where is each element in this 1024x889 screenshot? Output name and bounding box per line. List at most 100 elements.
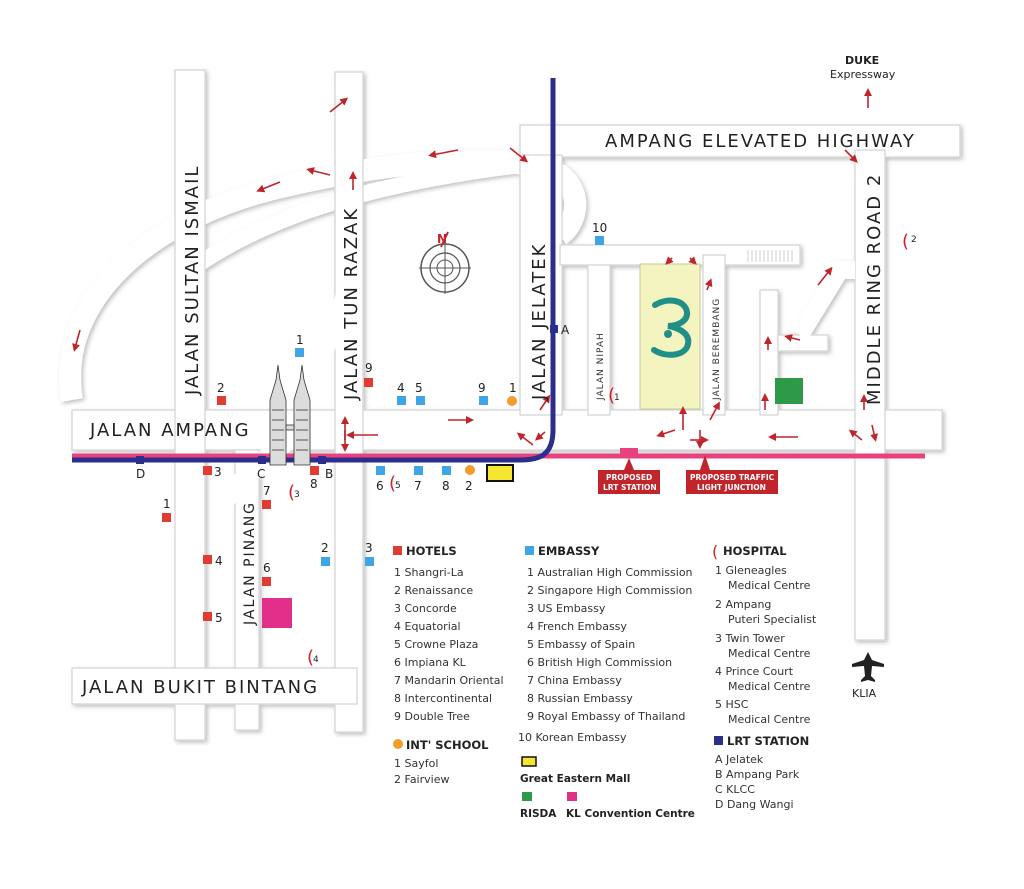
legend-hospital-heading: HOSPITAL	[723, 544, 787, 558]
kl-convention-building	[262, 598, 292, 628]
jalan-tun-razak-road	[334, 71, 364, 733]
legend-hospital-item: 4 Prince Court	[715, 665, 794, 678]
lrt-station-b-label: B	[325, 467, 333, 481]
legend-lrt-item: B Ampang Park	[715, 768, 800, 781]
legend-embassy-item: 8 Russian Embassy	[527, 692, 633, 705]
legend-school-item: 2 Fairview	[394, 773, 449, 786]
ampang-elevated-label: AMPANG ELEVATED HIGHWAY	[605, 131, 916, 152]
legend-embassy-item: 3 US Embassy	[527, 602, 606, 615]
hatched-area	[747, 250, 793, 262]
legend-embassy-item: 6 British High Commission	[527, 656, 672, 669]
legend-school-heading: INT' SCHOOL	[406, 738, 489, 752]
legend-embassy-item: 5 Embassy of Spain	[527, 638, 635, 651]
svg-text:2: 2	[217, 381, 225, 395]
ring-inner-road	[185, 157, 521, 277]
svg-text:LIGHT JUNCTION: LIGHT JUNCTION	[697, 483, 766, 492]
svg-text:LRT STATION: LRT STATION	[603, 483, 657, 492]
jalan-ampang-road	[71, 409, 943, 451]
lrt-station-c-label: C	[257, 467, 265, 481]
svg-text:3: 3	[294, 490, 300, 500]
lrt-line	[72, 78, 556, 463]
legend-kl-convention: KL Convention Centre	[566, 808, 695, 820]
svg-text:PROPOSED TRAFFIC: PROPOSED TRAFFIC	[690, 473, 775, 482]
svg-text:(: (	[389, 473, 396, 494]
jalan-pinang-label: JALAN PINANG	[242, 501, 258, 626]
legend-embassy-item: 9 Royal Embassy of Thailand	[527, 710, 685, 723]
svg-text:5: 5	[215, 611, 223, 625]
svg-text:3: 3	[214, 465, 222, 479]
legend-lrt-item: D Dang Wangi	[715, 798, 794, 811]
legend-hospital-item: 2 Ampang	[715, 598, 771, 611]
ampang-elevated-road	[519, 124, 961, 158]
lrt-station-a-label: A	[561, 323, 570, 337]
east-block-road	[759, 289, 779, 416]
legend-hotels-heading: HOTELS	[406, 544, 457, 558]
svg-text:2: 2	[911, 235, 917, 245]
legend-hospital-item: 5 HSC	[715, 698, 749, 711]
svg-text:(: (	[902, 231, 909, 252]
hospital-markers: (1 (2 (3 (4 (5	[288, 231, 917, 668]
duke-label-line1: DUKE	[845, 54, 879, 67]
klia-label: KLIA	[852, 687, 877, 700]
proposed-lrt-callout: PROPOSED LRT STATION	[598, 448, 660, 494]
airplane-icon	[852, 652, 884, 682]
svg-text:4: 4	[313, 655, 319, 665]
legend-lrt-heading: LRT STATION	[727, 734, 809, 748]
svg-text:2: 2	[321, 541, 329, 555]
svg-text:2: 2	[465, 479, 473, 493]
svg-text:5: 5	[415, 381, 423, 395]
svg-text:PROPOSED: PROPOSED	[606, 473, 652, 482]
legend-hotel-item: 4 Equatorial	[394, 620, 461, 633]
great-eastern-building	[486, 464, 514, 482]
legend-hospital-item: Medical Centre	[728, 713, 811, 726]
legend-hospital-item: 3 Twin Tower	[715, 632, 785, 645]
compass-icon: N	[419, 231, 471, 294]
legend-hospital-item: 1 Gleneagles	[715, 564, 787, 577]
svg-text:8: 8	[442, 479, 450, 493]
east-link-road	[777, 334, 829, 352]
jalan-sultan-ismail-label: JALAN SULTAN ISMAIL	[182, 165, 203, 396]
embassy-markers: 1 2 3 4 5 6 7 8 9 10	[295, 221, 607, 566]
svg-text:(: (	[288, 482, 295, 503]
svg-text:6: 6	[376, 479, 384, 493]
school-markers: 1 2	[465, 381, 517, 493]
jalan-bukit-bintang-label: JALAN BUKIT BINTANG	[81, 677, 319, 698]
legend-embassy-heading: EMBASSY	[538, 544, 600, 558]
svg-text:7: 7	[414, 479, 422, 493]
legend-hospital-item: Medical Centre	[728, 647, 811, 660]
traffic-arrows	[72, 88, 878, 452]
legend-hotel-item: 3 Concorde	[394, 602, 457, 615]
svg-text:1: 1	[163, 497, 171, 511]
svg-text:6: 6	[263, 561, 271, 575]
duke-label-line2: Expressway	[830, 68, 896, 81]
legend-embassy-item: 10 Korean Embassy	[518, 731, 627, 744]
legend-hotel-item: 2 Renaissance	[394, 584, 473, 597]
jalan-berembang-road	[702, 254, 726, 416]
svg-text:5: 5	[395, 481, 401, 491]
legend-risda: RISDA	[520, 808, 557, 820]
road-network	[59, 69, 961, 741]
legend-embassy-item: 4 French Embassy	[527, 620, 627, 633]
legend-great-eastern: Great Eastern Mall	[520, 773, 630, 785]
legend-lrt-item: A Jelatek	[715, 753, 764, 766]
svg-text:8: 8	[310, 477, 318, 491]
jalan-ampang-label: JALAN AMPANG	[89, 420, 251, 441]
twin-towers-icon	[269, 364, 311, 466]
jalan-tun-razak-label: JALAN TUN RAZAK	[341, 207, 362, 401]
lrt-station-d-label: D	[136, 467, 145, 481]
lrt-stations: A B C D	[136, 323, 570, 481]
svg-text:4: 4	[215, 554, 223, 568]
middle-ring-road-label: MIDDLE RING ROAD 2	[864, 173, 885, 405]
proposed-junction-callout: PROPOSED TRAFFIC LIGHT JUNCTION	[686, 455, 778, 494]
svg-text:4: 4	[397, 381, 405, 395]
legend-hotel-item: 1 Shangri-La	[394, 566, 464, 579]
svg-text:(: (	[712, 542, 718, 561]
svg-text:3: 3	[365, 541, 373, 555]
svg-text:(: (	[307, 647, 314, 668]
legend-hotel-item: 5 Crowne Plaza	[394, 638, 478, 651]
legend-hotel-item: 9 Double Tree	[394, 710, 470, 723]
lrt-station-c	[258, 456, 266, 464]
legend-hospital-item: Medical Centre	[728, 579, 811, 592]
svg-text:9: 9	[365, 361, 373, 375]
legend-embassy-item: 7 China Embassy	[527, 674, 622, 687]
